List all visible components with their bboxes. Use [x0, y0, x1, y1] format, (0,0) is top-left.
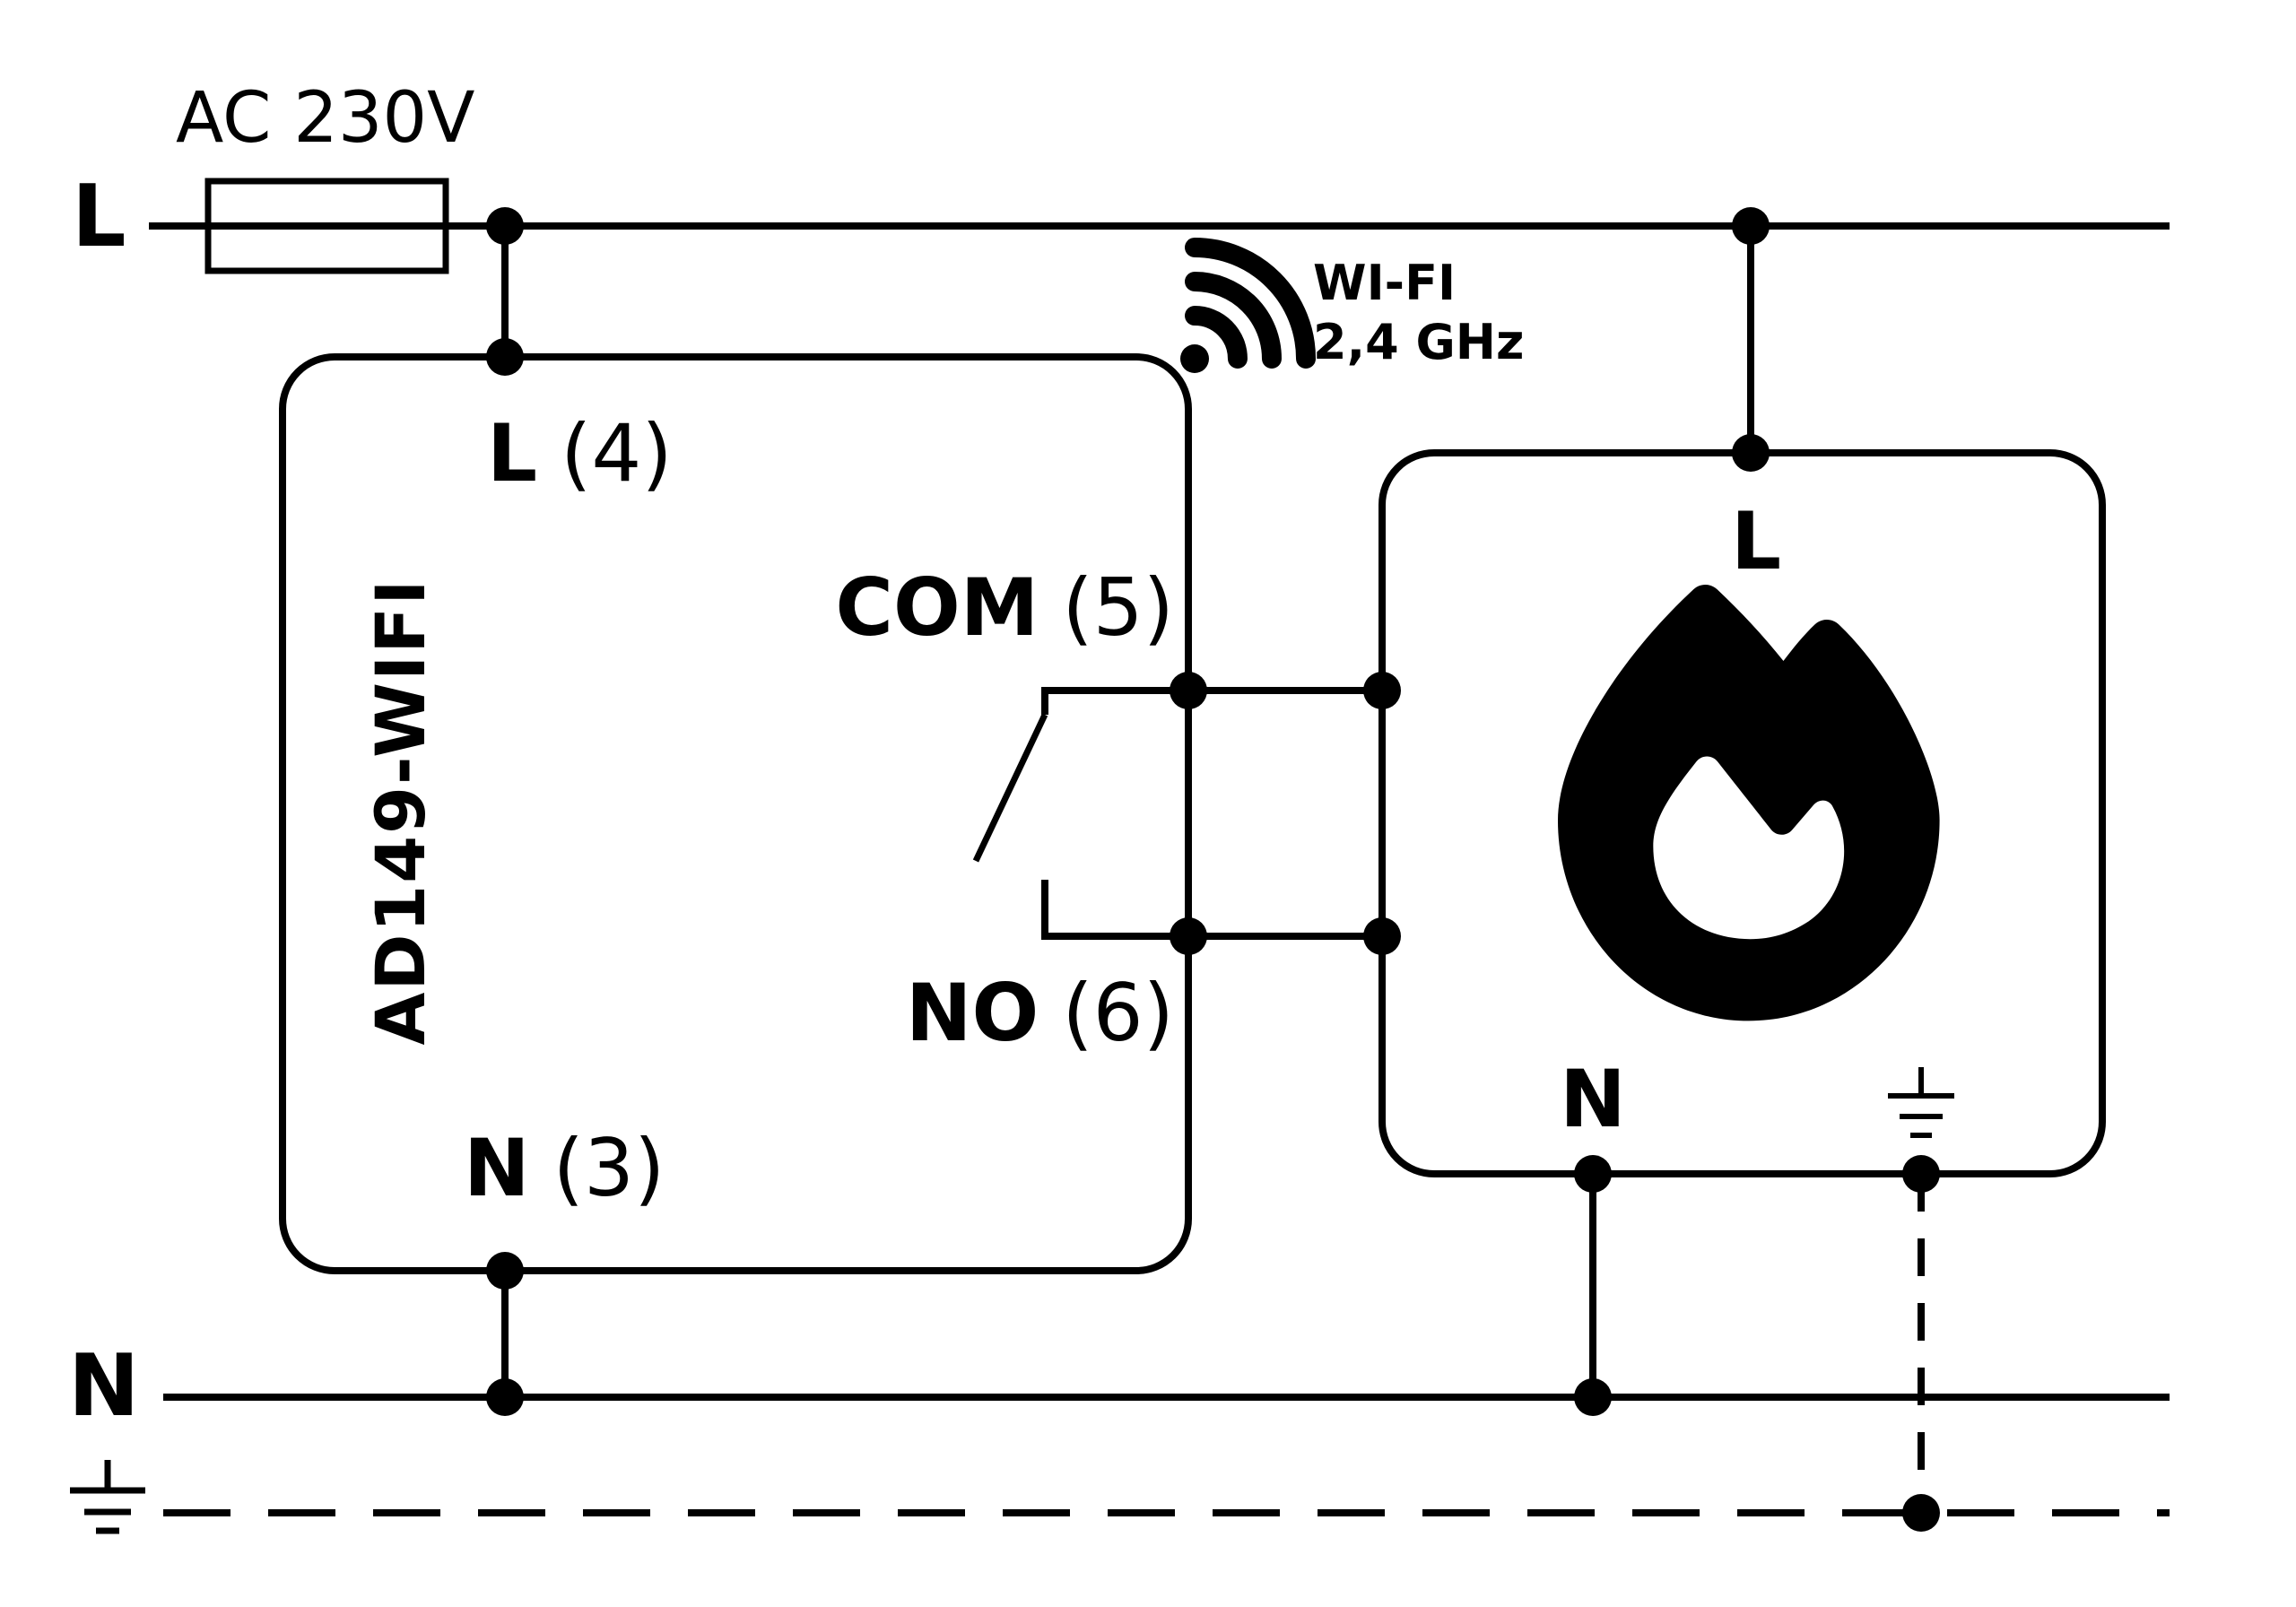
junction-dots: [486, 207, 1940, 1532]
terminal-l-pin: (4): [561, 407, 673, 499]
terminal-no-pin: (6): [1062, 967, 1174, 1059]
relay-switch-icon: [972, 687, 1188, 940]
flame-icon: [1558, 584, 1940, 1021]
device-terminal-n-label: N(3): [464, 1125, 665, 1212]
terminal-com-pin: (5): [1062, 561, 1174, 654]
terminal-com-name: COM: [835, 561, 1039, 654]
wifi-label-line1: WI-FI: [1313, 255, 1457, 311]
live-line-label: L: [72, 168, 126, 266]
ac-voltage-label: AC 230V: [176, 78, 475, 159]
boiler-terminal-n-label: N: [1560, 1053, 1626, 1145]
earth-ground-icon-boiler: [1888, 1067, 1954, 1138]
terminal-no-name: NO: [905, 967, 1039, 1059]
terminal-n-name: N: [464, 1122, 530, 1214]
device-outline: [279, 353, 1192, 1274]
device-name-label: AD149-WIFI: [361, 578, 441, 1046]
fuse-symbol: [204, 178, 449, 274]
terminal-n-pin: (3): [552, 1122, 665, 1214]
boiler-terminal-l-label: L: [1730, 495, 1782, 587]
device-terminal-com-label: COM(5): [735, 564, 1174, 652]
neutral-line-label: N: [68, 1337, 140, 1436]
earth-ground-icon-left: [70, 1460, 145, 1534]
terminal-l-name: L: [487, 407, 538, 499]
device-terminal-no-label: NO(6): [735, 967, 1174, 1059]
wifi-icon: [1180, 237, 1317, 373]
wifi-label-line2: 2,4 GHz: [1313, 314, 1525, 370]
device-terminal-l-label: L(4): [487, 410, 673, 498]
